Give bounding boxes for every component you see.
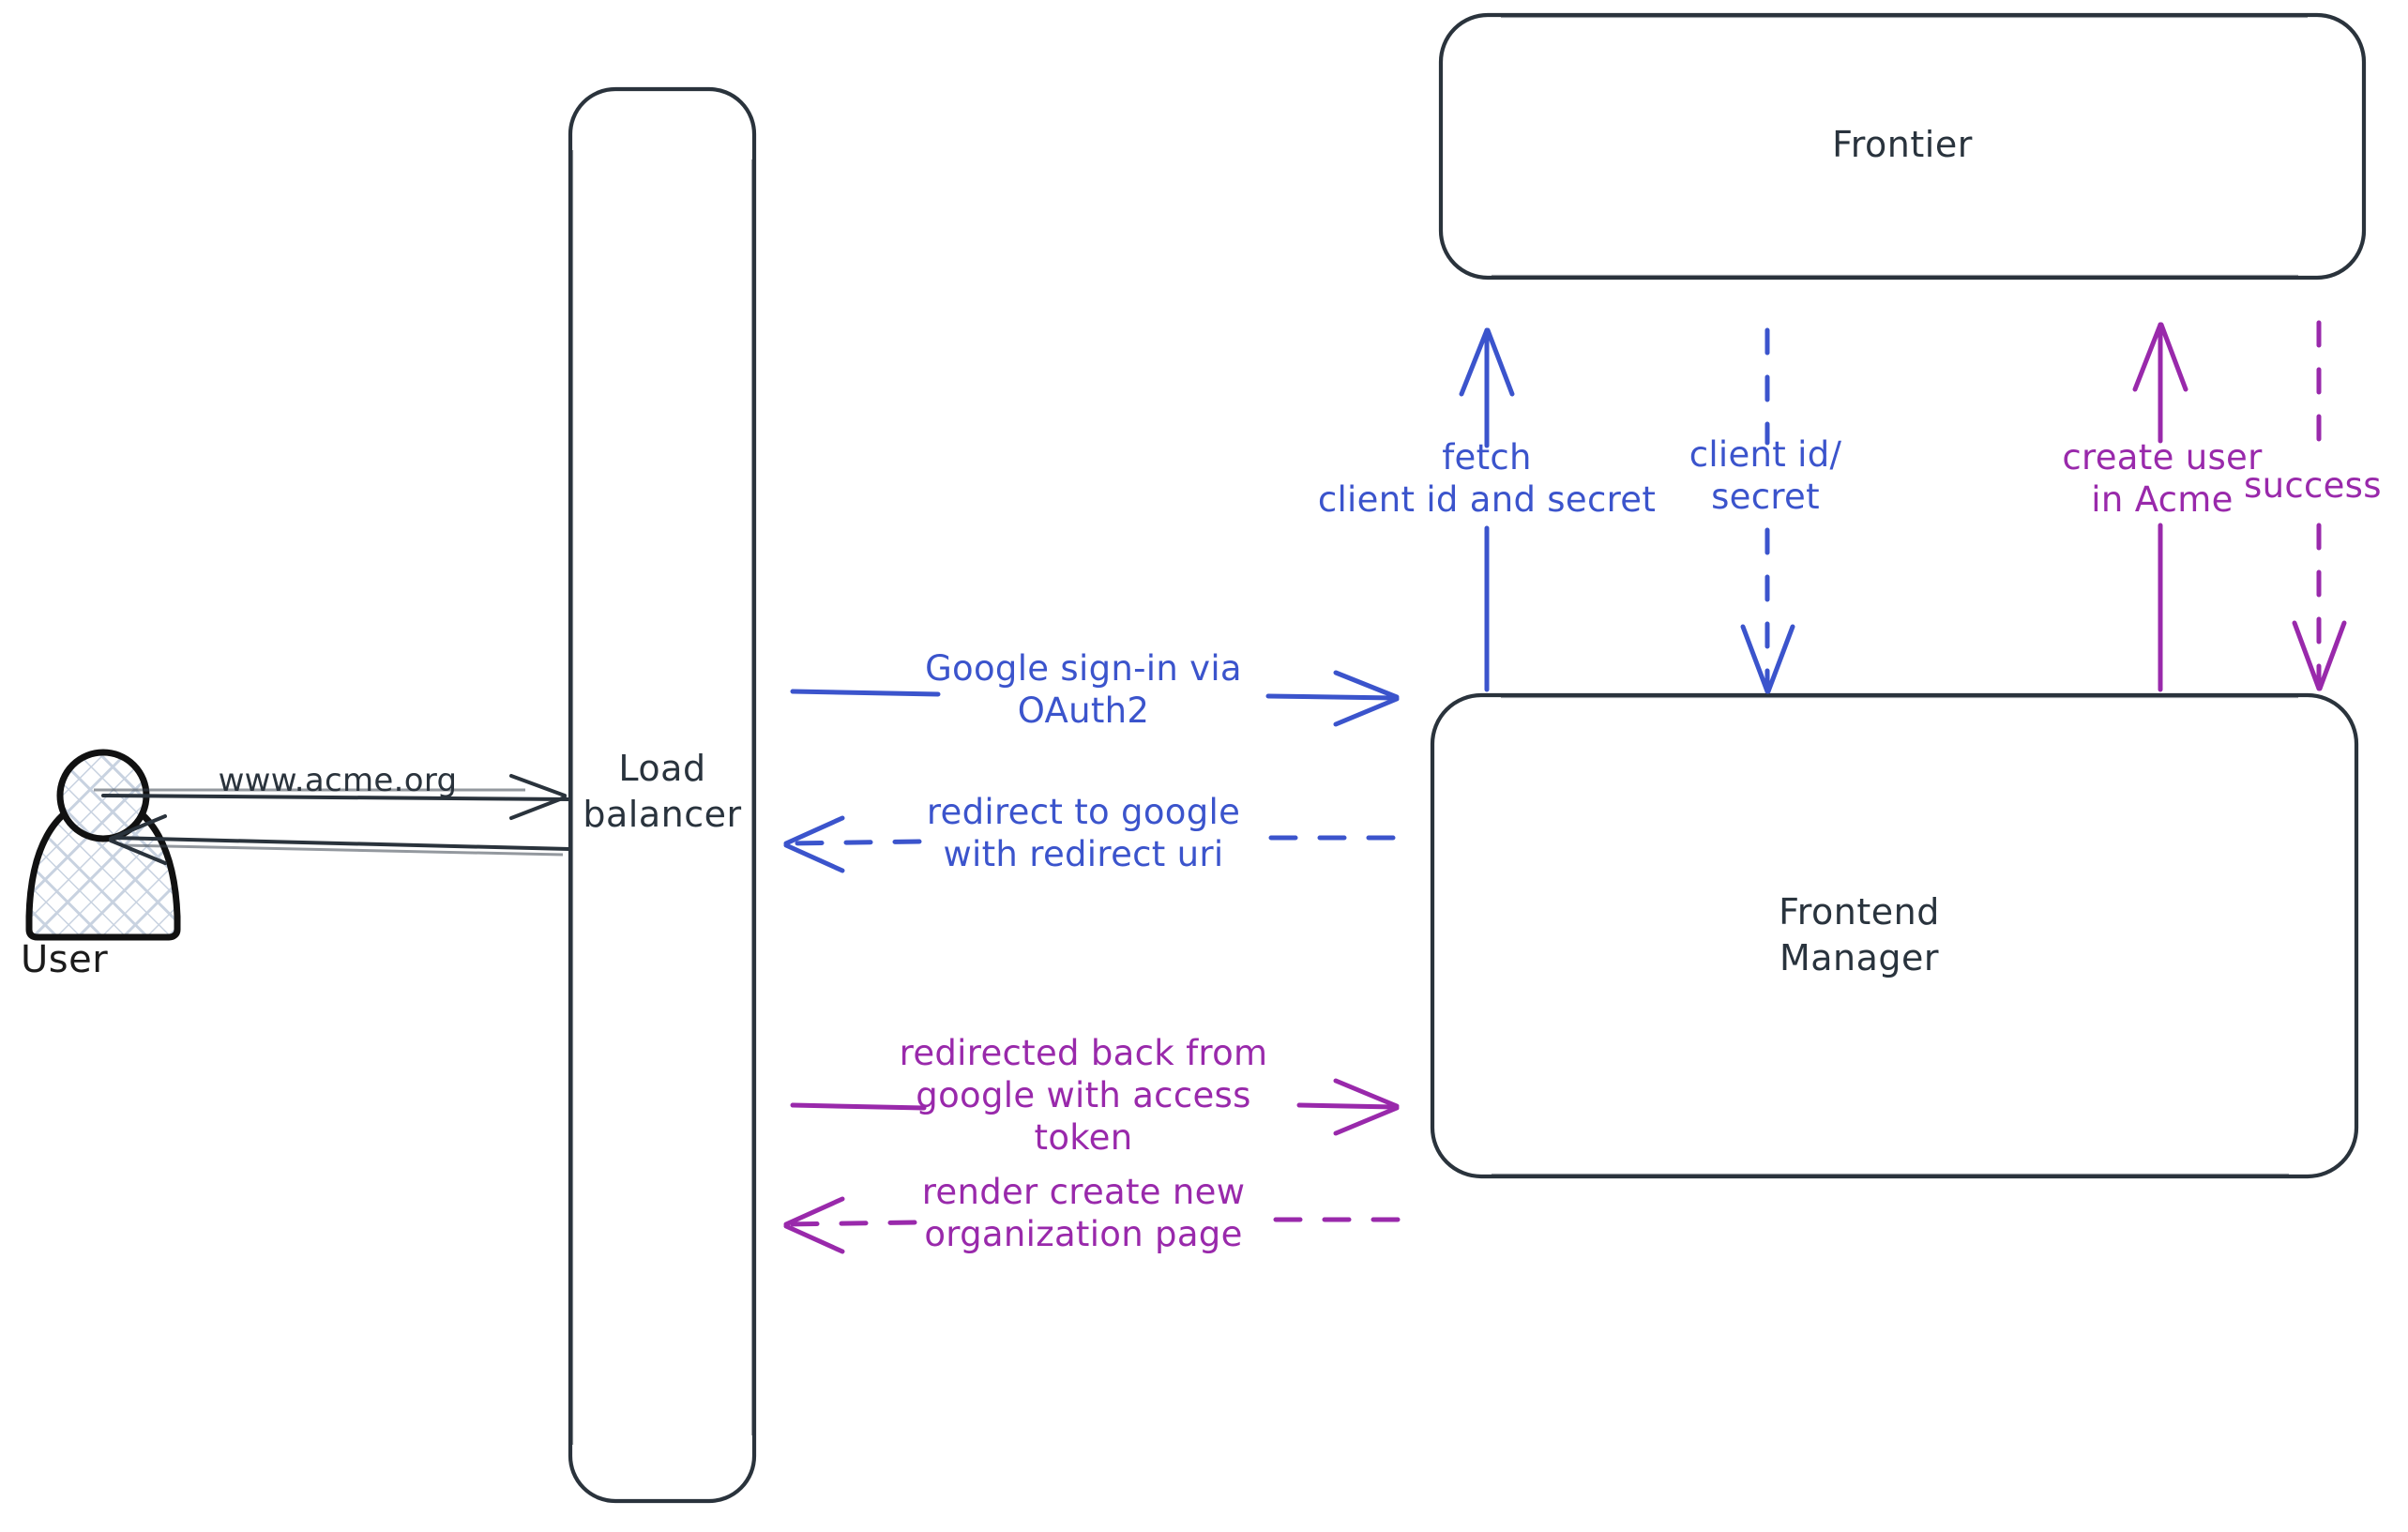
edge-fm-to-lb-render [783, 1196, 1401, 1254]
edge-fm-to-frontier-fetch [1459, 327, 1515, 692]
edge-fm-to-frontier-create-user [2132, 322, 2188, 692]
edge-frontier-to-fm-success [2292, 320, 2347, 691]
edge-frontier-to-fm-creds [1740, 327, 1795, 694]
node-load-balancer[interactable] [568, 86, 757, 1504]
actor-label-user: User [21, 938, 109, 981]
node-frontend-manager[interactable] [1430, 692, 2359, 1179]
edge-fm-to-lb-redirect [783, 815, 1401, 873]
edge-lb-to-user [109, 814, 571, 865]
edge-lb-to-fm-token [790, 1078, 1400, 1136]
node-frontier[interactable] [1438, 12, 2367, 281]
edge-user-to-lb [94, 774, 571, 820]
edge-lb-to-fm-signin [790, 670, 1400, 727]
